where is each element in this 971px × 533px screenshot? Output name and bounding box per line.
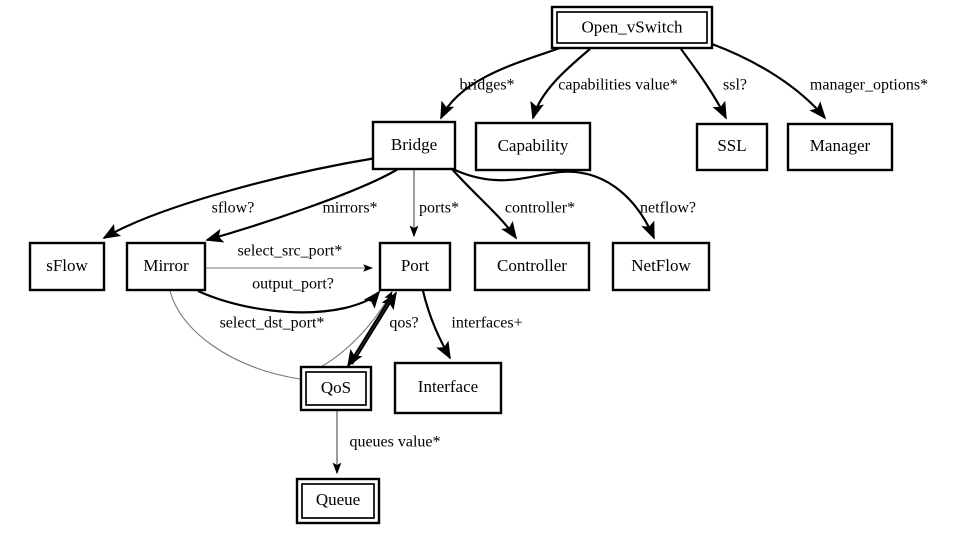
edge-sflow: sflow? <box>102 156 377 239</box>
edge-label-qos: qos? <box>389 315 418 332</box>
edge-label-controller: controller* <box>505 200 575 217</box>
edge-select-src-port: select_src_port* <box>206 243 374 272</box>
node-label-queue: Queue <box>316 490 360 509</box>
node-ssl[interactable]: SSL <box>695 122 769 172</box>
edge-netflow: netflow? <box>454 168 696 240</box>
edge-label-select-src-port: select_src_port* <box>238 243 343 260</box>
edge-mirrors: mirrors* <box>205 168 399 243</box>
node-interface[interactable]: Interface <box>393 361 503 415</box>
edge-select-dst-port-tail <box>304 291 393 376</box>
edge-controller: controller* <box>451 168 575 240</box>
edge-qos: qos? <box>347 291 419 368</box>
edge-queues: queues value* <box>332 411 441 475</box>
edge-label-manager-options: manager_options* <box>810 77 928 94</box>
node-qos[interactable]: QoS <box>299 365 373 412</box>
node-label-mirror: Mirror <box>143 256 189 275</box>
edge-bridges: bridges* <box>440 46 561 120</box>
edge-output-port: output_port? <box>197 276 381 314</box>
node-controller[interactable]: Controller <box>473 241 591 292</box>
node-queue[interactable]: Queue <box>295 477 381 525</box>
node-netflow[interactable]: NetFlow <box>611 241 711 292</box>
node-label-open-vswitch: Open_vSwitch <box>581 17 683 36</box>
edge-label-interfaces: interfaces+ <box>451 315 522 332</box>
edge-label-ports: ports* <box>419 200 459 217</box>
node-label-ssl: SSL <box>717 136 746 155</box>
node-manager[interactable]: Manager <box>786 122 894 172</box>
edge-label-output-port: output_port? <box>252 276 334 293</box>
node-label-capability: Capability <box>498 136 569 155</box>
node-mirror[interactable]: Mirror <box>125 241 207 292</box>
edge-label-bridges: bridges* <box>459 77 514 94</box>
edge-label-sflow: sflow? <box>212 200 255 217</box>
edge-interfaces: interfaces+ <box>421 290 523 360</box>
node-bridge[interactable]: Bridge <box>371 120 457 171</box>
edge-label-select-dst-port: select_dst_port* <box>220 315 325 332</box>
node-label-sflow: sFlow <box>46 256 88 275</box>
edge-manager-options: manager_options* <box>711 42 928 120</box>
node-label-interface: Interface <box>418 377 478 396</box>
node-port[interactable]: Port <box>378 241 452 292</box>
edge-ssl: ssl? <box>680 48 747 120</box>
node-open-vswitch[interactable]: Open_vSwitch <box>550 5 714 50</box>
edge-label-queues: queues value* <box>349 434 440 451</box>
edge-capabilities: capabilities value* <box>530 48 678 120</box>
edge-ports: ports* <box>409 169 459 238</box>
edge-select-dst-port: select_dst_port* <box>169 290 325 380</box>
node-label-bridge: Bridge <box>391 135 437 154</box>
edge-label-mirrors: mirrors* <box>322 200 377 217</box>
edge-label-capabilities: capabilities value* <box>558 77 678 94</box>
node-label-manager: Manager <box>810 136 871 155</box>
edge-label-ssl: ssl? <box>723 77 747 94</box>
node-label-port: Port <box>401 256 430 275</box>
node-label-controller: Controller <box>497 256 567 275</box>
node-sflow[interactable]: sFlow <box>28 241 106 292</box>
node-label-netflow: NetFlow <box>631 256 691 275</box>
node-label-qos: QoS <box>321 378 351 397</box>
node-capability[interactable]: Capability <box>474 121 592 172</box>
edge-label-netflow: netflow? <box>640 200 696 217</box>
